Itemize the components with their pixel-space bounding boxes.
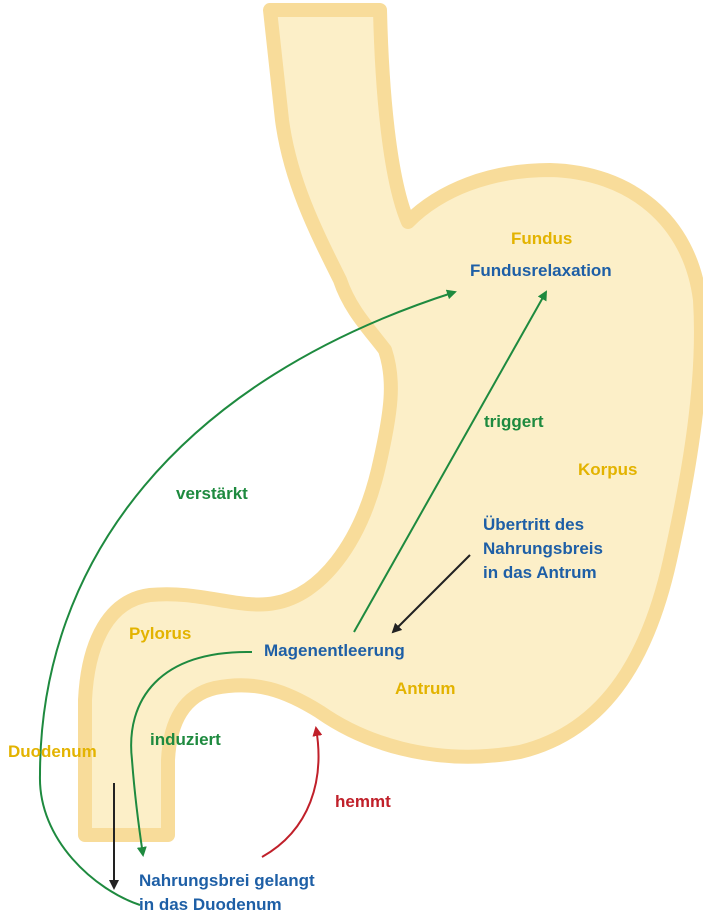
label-triggert: triggert [484,411,544,433]
label-uebertritt: Übertritt des Nahrungsbreis in das Antru… [483,513,603,585]
label-pylorus: Pylorus [129,623,191,645]
label-duodenum: Duodenum [8,741,97,763]
label-verstaerkt: verstärkt [176,483,248,505]
arrow-hemmt [262,728,318,857]
label-nahrungsbrei-line2: in das Duodenum [139,893,315,917]
label-induziert: induziert [150,729,221,751]
label-nahrungsbrei-line1: Nahrungsbrei gelangt [139,869,315,893]
label-fundusrelaxation: Fundusrelaxation [470,260,612,282]
label-hemmt: hemmt [335,791,391,813]
label-korpus: Korpus [578,459,638,481]
label-magenentleerung: Magenentleerung [264,640,405,662]
label-uebertritt-line3: in das Antrum [483,561,603,585]
label-uebertritt-line2: Nahrungsbreis [483,537,603,561]
label-uebertritt-line1: Übertritt des [483,513,603,537]
stomach-shape [85,10,701,835]
label-nahrungsbrei: Nahrungsbrei gelangt in das Duodenum [139,869,315,917]
label-fundus: Fundus [511,228,572,250]
label-antrum: Antrum [395,678,455,700]
